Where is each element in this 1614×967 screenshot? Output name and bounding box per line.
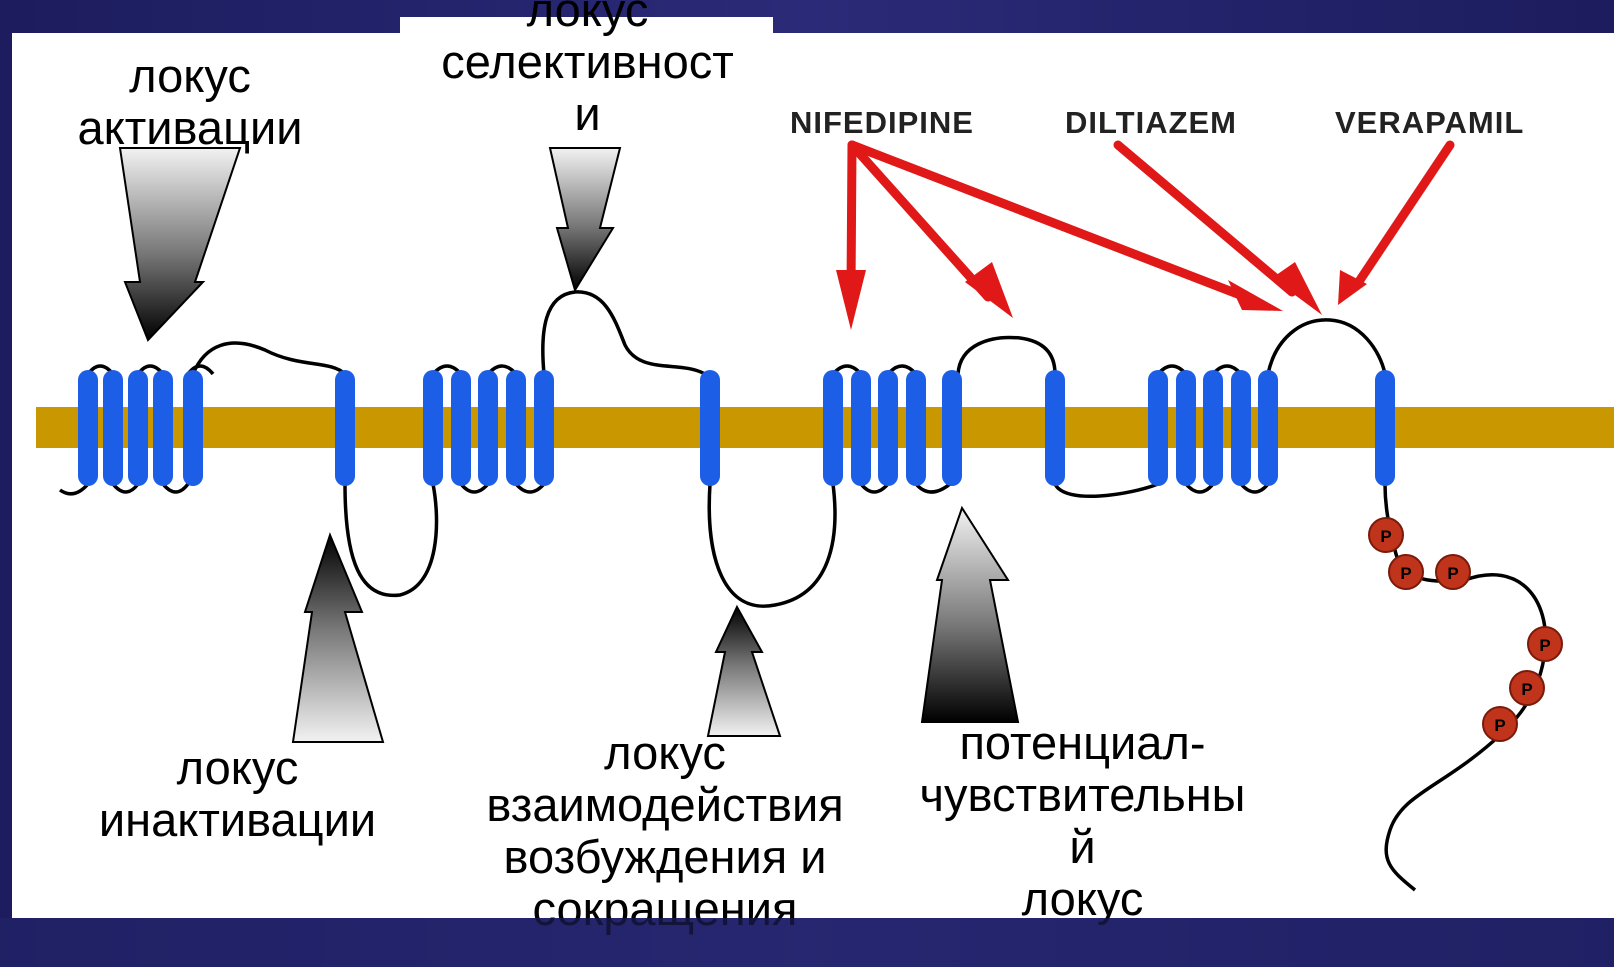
helix-d2-s5 — [534, 370, 554, 486]
phosphate-site: P — [1435, 554, 1471, 590]
helix-d3-s2 — [851, 370, 871, 486]
coupling-locus-label: локус взаимодействия возбуждения и сокра… — [486, 726, 844, 935]
helix-d1-s3 — [128, 370, 148, 486]
coupling-arrow — [706, 604, 782, 737]
helix-d1-s2 — [103, 370, 123, 486]
helix-d2-s1 — [423, 370, 443, 486]
helix-d3-s5 — [942, 370, 962, 486]
bottom-strip — [0, 918, 1614, 967]
phosphate-site: P — [1482, 706, 1518, 742]
helix-d3-s4 — [906, 370, 926, 486]
verapamil-label: VERAPAMIL — [1335, 105, 1525, 140]
diltiazem-head — [1272, 262, 1322, 315]
phosphate-site: P — [1368, 517, 1404, 553]
nifedipine-head-1 — [836, 270, 866, 330]
diltiazem-label: DILTIAZEM — [1065, 105, 1238, 140]
nifedipine-arrow-3 — [847, 140, 1253, 303]
helix-d3-s1 — [823, 370, 843, 486]
title-notch — [400, 17, 773, 37]
verapamil-arrow — [1355, 140, 1455, 285]
loop-domain2-bottom — [459, 482, 546, 494]
locus-arrows — [118, 147, 1020, 743]
loop-domain1-bottom — [58, 482, 190, 496]
loop-domain1-intracellular — [343, 483, 439, 598]
phosphate-site: P — [1527, 626, 1563, 662]
helix-d4-s2 — [1176, 370, 1196, 486]
helix-d4-s3 — [1203, 370, 1223, 486]
phosphate-label: P — [1400, 564, 1411, 583]
inactivation-arrow — [291, 532, 385, 743]
helix-d2-s3 — [478, 370, 498, 486]
helix-d4-s1 — [1148, 370, 1168, 486]
phosphate-site: P — [1388, 554, 1424, 590]
helix-d4-s5 — [1258, 370, 1278, 486]
activation-locus-label: локус активации — [77, 49, 303, 154]
voltage-sensitive-locus-label: потенциал- чувствительны й локус — [919, 716, 1246, 925]
phosphate-label: P — [1447, 564, 1458, 583]
loop-domain3-extracellular — [956, 335, 1057, 375]
helix-d2-s2 — [451, 370, 471, 486]
helix-d3-s6 — [1045, 370, 1065, 486]
loop-domain4-pore — [1266, 318, 1387, 375]
loop-domain3-bottom — [859, 482, 952, 494]
loop-domain1-extracellular — [191, 341, 347, 376]
voltage-sensor-arrow — [920, 505, 1020, 723]
helix-d1-s5 — [183, 370, 203, 486]
inactivation-locus-label: локус инактивации — [98, 741, 377, 846]
drug-arrows — [846, 140, 1455, 303]
loop-domain4-bottom — [1184, 482, 1270, 494]
helix-d3-s3 — [878, 370, 898, 486]
nifedipine-arrow-2 — [847, 140, 993, 302]
verapamil-head — [1338, 270, 1367, 305]
diltiazem-arrow — [1113, 140, 1297, 297]
nifedipine-label: NIFEDIPINE — [790, 105, 974, 140]
phosphate-site: P — [1509, 670, 1545, 706]
phosphate-label: P — [1521, 680, 1532, 699]
phosphorylation-sites: P P P P P P — [1368, 517, 1563, 742]
nifedipine-head-3 — [1228, 280, 1283, 311]
loop-domain2-intracellular — [707, 483, 837, 608]
nifedipine-arrow-1 — [846, 140, 857, 295]
loop-domain3-intracellular — [1053, 482, 1159, 498]
activation-arrow — [118, 147, 242, 342]
white-panel — [12, 33, 1614, 918]
phosphate-label: P — [1539, 636, 1550, 655]
helix-d1-s6 — [335, 370, 355, 486]
transmembrane-helices — [78, 370, 1395, 486]
drug-arrowheads — [836, 262, 1367, 330]
loop-domain2-pore — [541, 290, 706, 376]
phosphate-label: P — [1494, 716, 1505, 735]
phosphate-label: P — [1380, 527, 1391, 546]
helix-d2-s4 — [506, 370, 526, 486]
helix-d1-s4 — [153, 370, 173, 486]
helix-d1-s1 — [78, 370, 98, 486]
selectivity-locus-label: локус селективност и — [441, 0, 734, 140]
helix-d4-s6 — [1375, 370, 1395, 486]
selectivity-arrow — [548, 147, 622, 293]
nifedipine-head-2 — [965, 262, 1013, 318]
helix-d2-s6 — [700, 370, 720, 486]
helix-d4-s4 — [1231, 370, 1251, 486]
